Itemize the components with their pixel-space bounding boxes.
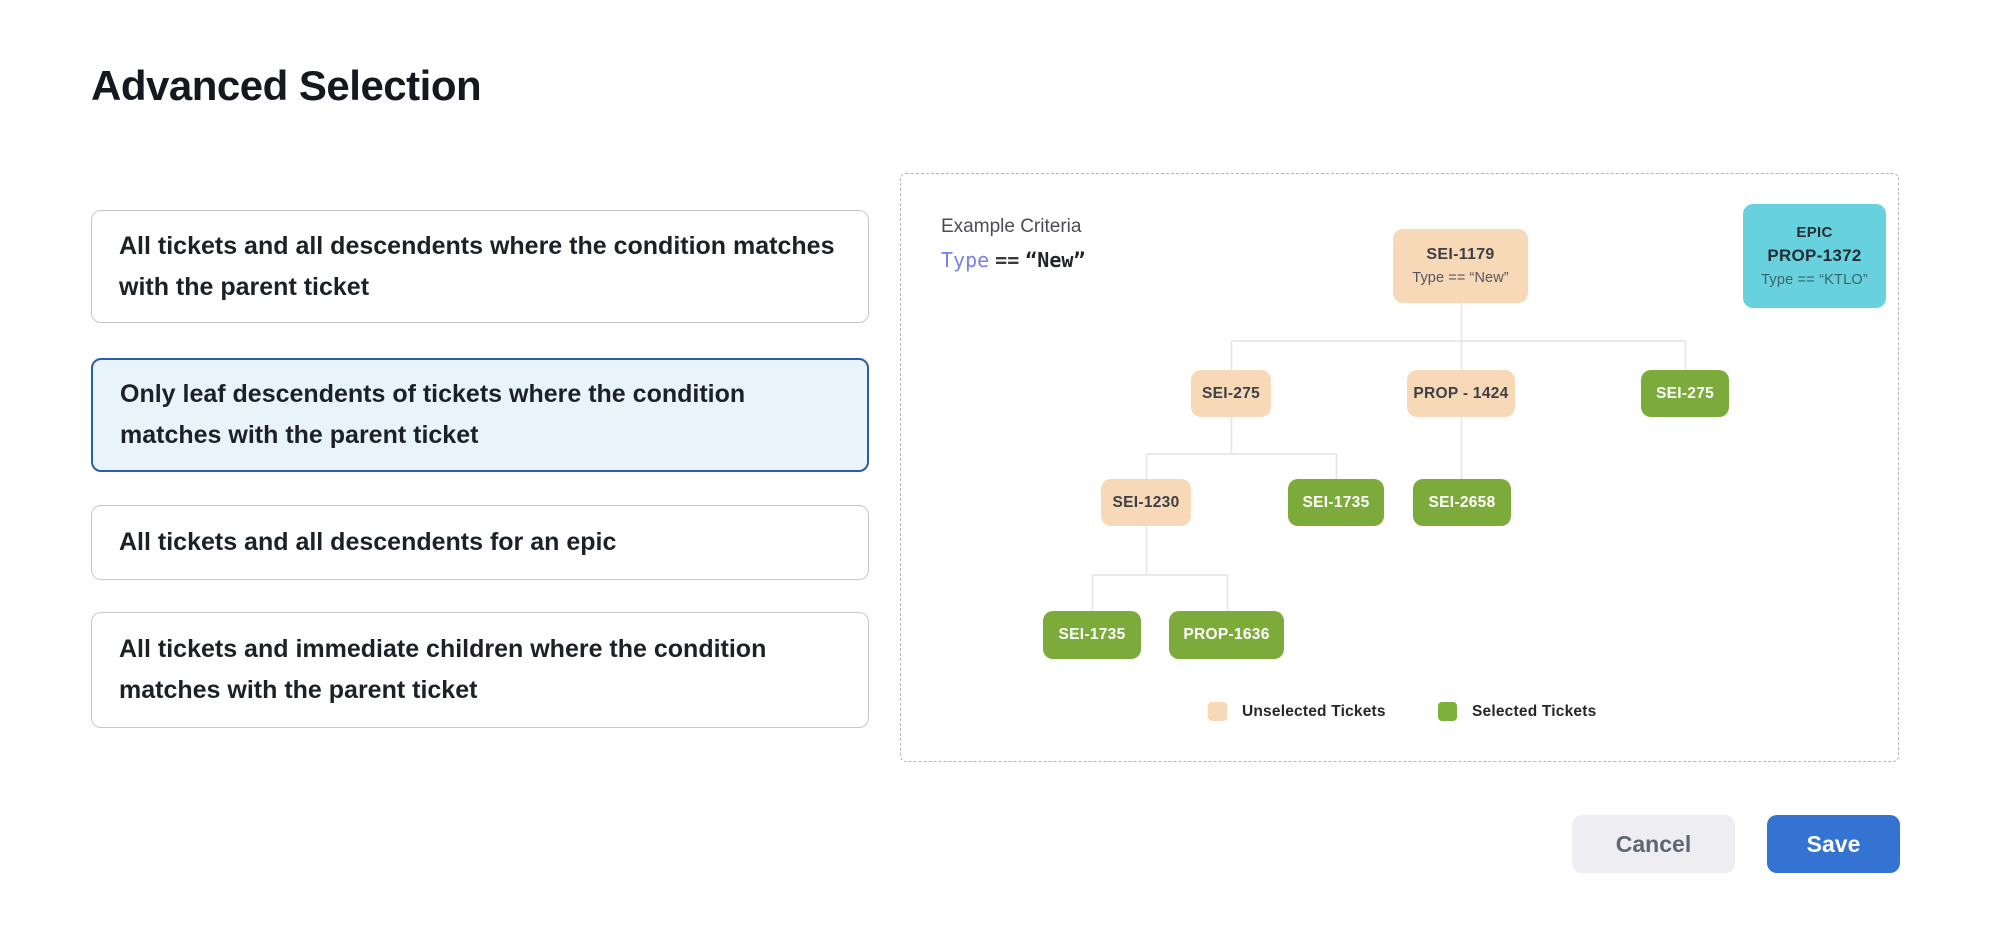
option-label: All tickets and all descendents for an e… [119, 528, 617, 556]
epic-card: EPIC PROP-1372 Type == “KTLO” [1743, 204, 1886, 308]
tree-node-sei-275-selected: SEI-275 [1641, 370, 1729, 417]
tree-node-sei-1230: SEI-1230 [1101, 479, 1191, 526]
unselected-swatch-icon [1208, 702, 1227, 721]
ticket-id: PROP - 1424 [1413, 384, 1509, 402]
ticket-criteria: Type == “New” [1412, 270, 1509, 286]
ticket-id: SEI-275 [1655, 384, 1715, 402]
legend-label: Unselected Tickets [1242, 702, 1386, 720]
epic-criteria: Type == “KTLO” [1761, 272, 1868, 288]
selected-swatch-icon [1438, 702, 1457, 721]
ticket-id: SEI-1179 [1426, 246, 1495, 263]
cancel-button[interactable]: Cancel [1572, 815, 1735, 873]
option-all-descendents-epic[interactable]: All tickets and all descendents for an e… [91, 505, 869, 580]
ticket-id: SEI-275 [1201, 384, 1261, 402]
option-all-descendents-condition[interactable]: All tickets and all descendents where th… [91, 210, 869, 323]
tree-node-sei-275-unselected: SEI-275 [1191, 370, 1271, 417]
tree-node-sei-1735-mid: SEI-1735 [1288, 479, 1384, 526]
option-label: All tickets and immediate children where… [119, 635, 767, 704]
option-label: Only leaf descendents of tickets where t… [120, 380, 746, 449]
legend-selected-tickets: Selected Tickets [1438, 702, 1596, 721]
ticket-id: SEI-1735 [1058, 626, 1126, 643]
example-criteria-heading: Example Criteria [941, 216, 1082, 237]
ticket-id: PROP-1636 [1183, 626, 1270, 643]
epic-ticket-id: PROP-1372 [1767, 246, 1862, 265]
option-leaf-descendents-condition[interactable]: Only leaf descendents of tickets where t… [91, 358, 869, 472]
ticket-id: SEI-1230 [1112, 493, 1180, 511]
criteria-operator: == [995, 248, 1020, 272]
legend-unselected-tickets: Unselected Tickets [1208, 702, 1386, 721]
tree-node-sei-1735-leaf: SEI-1735 [1043, 611, 1141, 659]
ticket-id: SEI-2658 [1428, 493, 1496, 511]
page-title: Advanced Selection [91, 62, 482, 109]
ticket-id: SEI-1735 [1302, 493, 1370, 511]
legend-label: Selected Tickets [1472, 702, 1597, 720]
tree-node-prop-1636: PROP-1636 [1169, 611, 1284, 659]
example-criteria-expression: Type==“New” [941, 248, 1085, 272]
example-panel: Example Criteria Type==“New” EPIC PROP-1… [900, 173, 1899, 762]
tree-node-prop-1424: PROP - 1424 [1407, 370, 1515, 417]
tree-node-sei-2658: SEI-2658 [1413, 479, 1511, 526]
save-button[interactable]: Save [1767, 815, 1900, 873]
option-immediate-children-condition[interactable]: All tickets and immediate children where… [91, 612, 869, 728]
criteria-value: “New” [1025, 248, 1086, 272]
epic-kind-label: EPIC [1796, 224, 1833, 241]
tree-node-sei-1179: SEI-1179 Type == “New” [1393, 229, 1528, 303]
option-label: All tickets and all descendents where th… [119, 231, 835, 301]
criteria-field: Type [941, 248, 990, 272]
tree-connector-lines [1091, 303, 1687, 611]
